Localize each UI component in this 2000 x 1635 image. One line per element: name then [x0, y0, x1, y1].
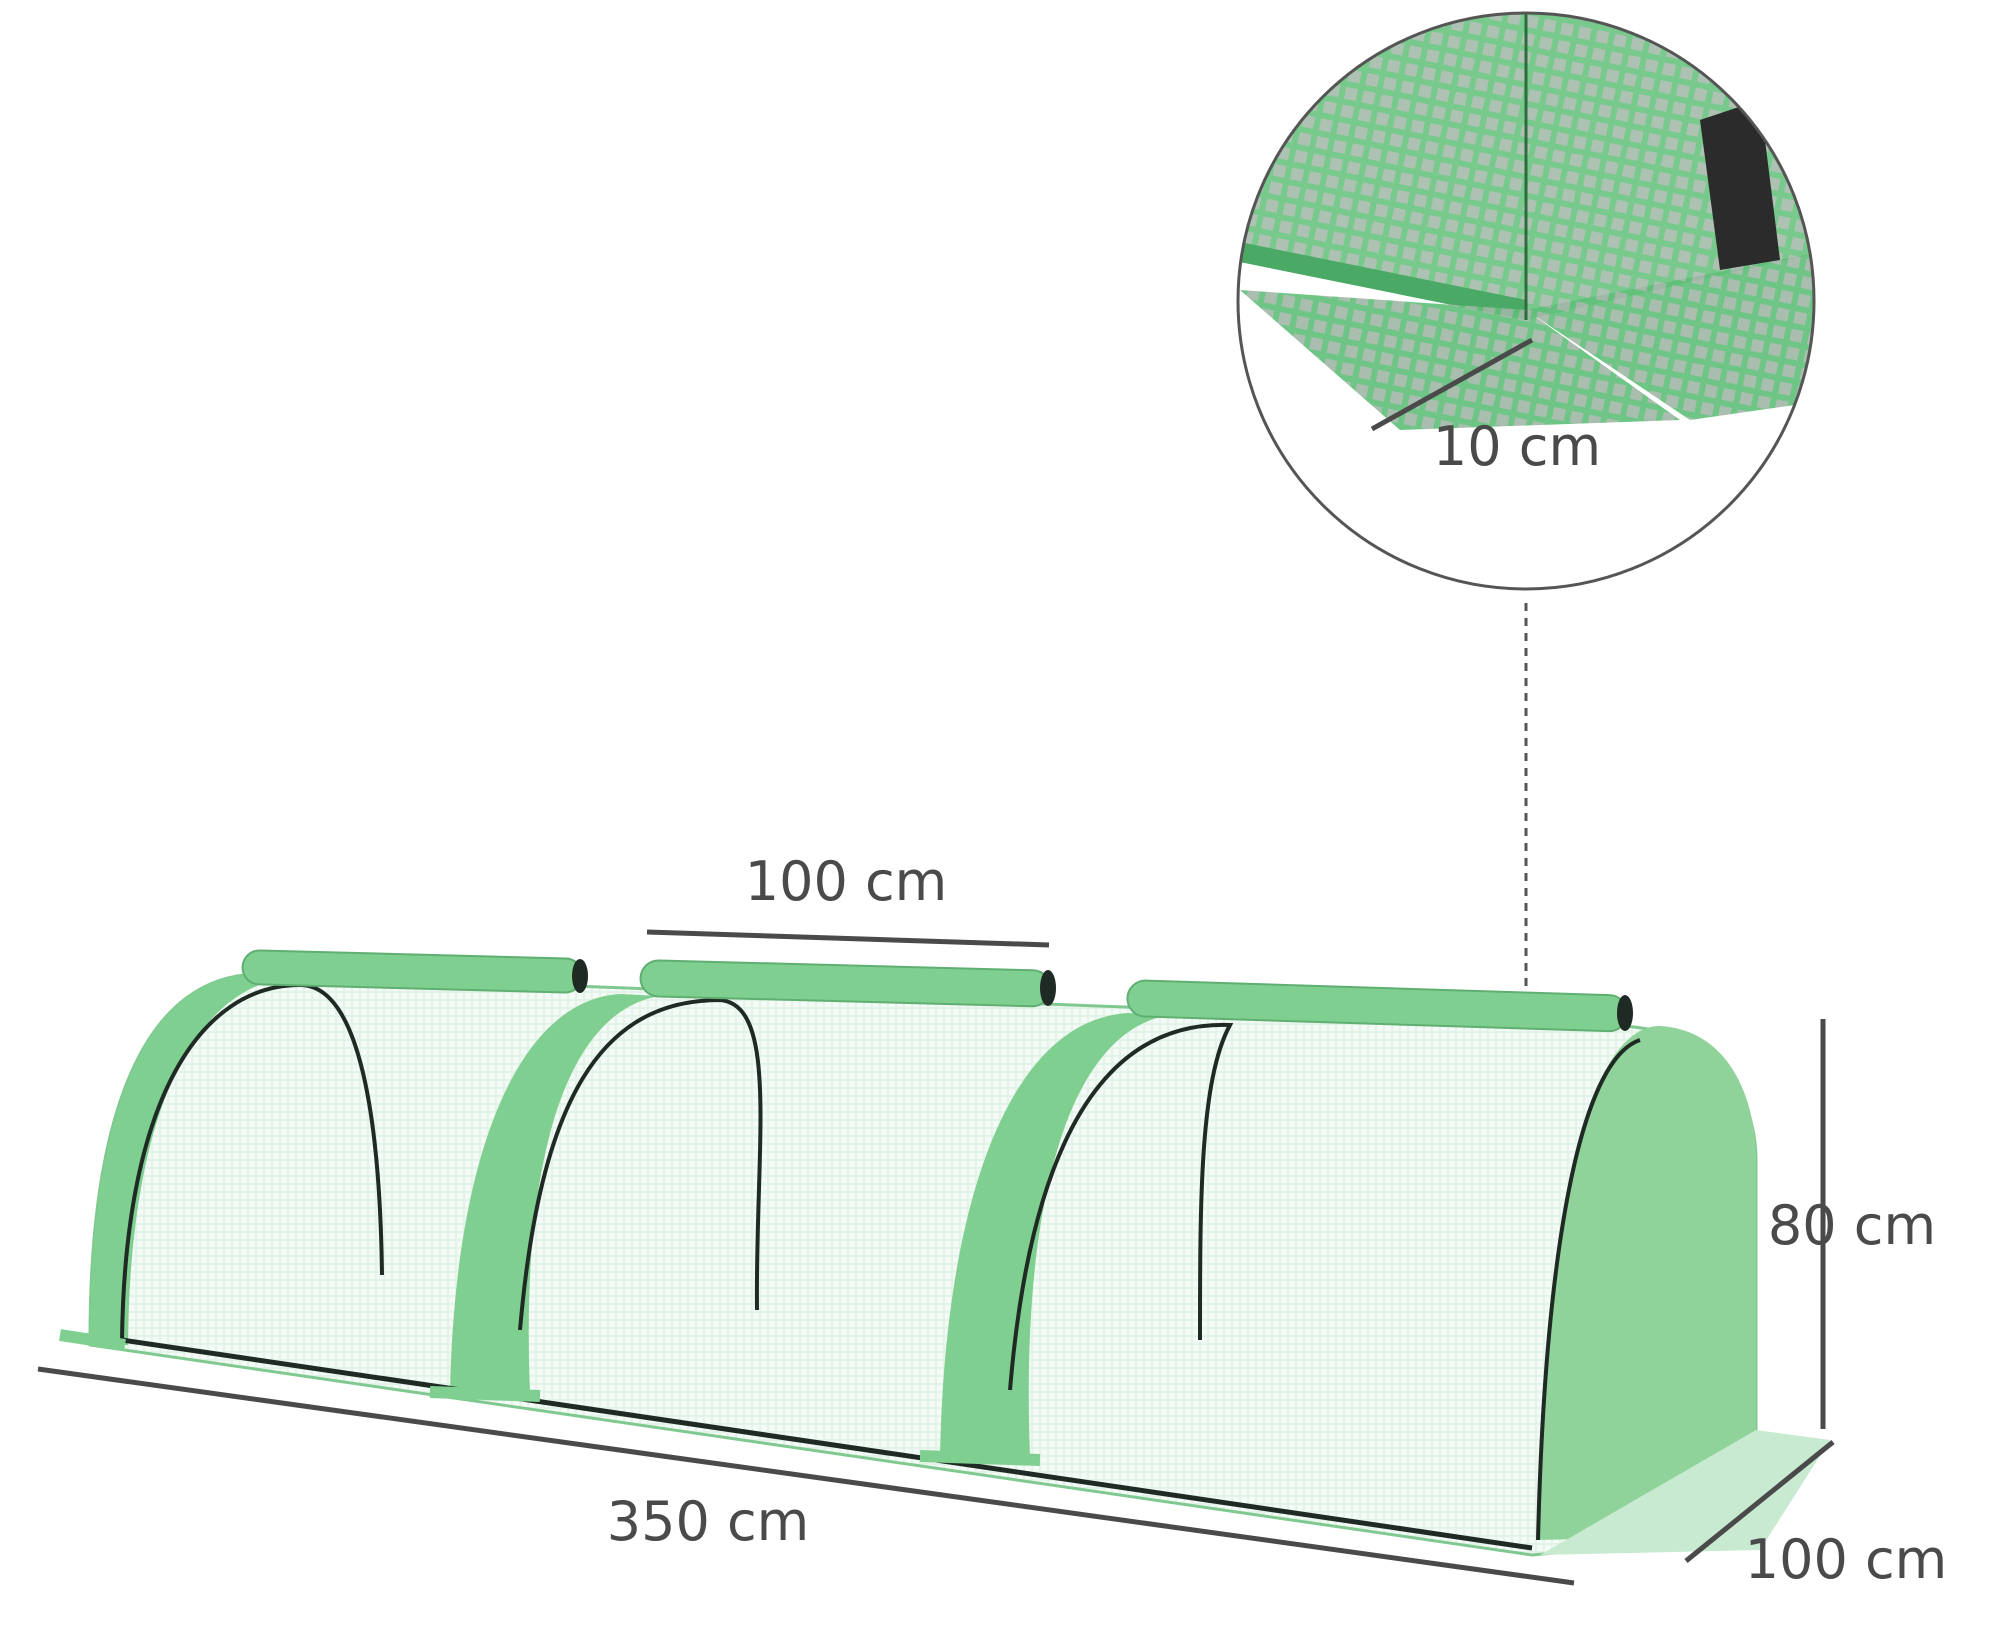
detail-magnifier: 10 cm [1236, 11, 1816, 591]
section-spacing-line [646, 929, 1050, 948]
height-label: 80 cm [1768, 1194, 1936, 1257]
tunnel-greenhouse [59, 949, 1830, 1557]
ground-frame-bar [121, 1337, 1533, 1551]
rolled-window-1 [241, 949, 588, 994]
width-label: 100 cm [1745, 1528, 1948, 1591]
right-end-face [1538, 1026, 1756, 1540]
left-end-hoop [90, 974, 300, 1345]
width-line [1684, 1440, 1835, 1563]
right-ground-flap [1540, 1430, 1830, 1555]
detail-circle-outline [1236, 11, 1816, 591]
rolled-window-2 [639, 959, 1056, 1008]
section-spacing-label: 100 cm [745, 850, 948, 913]
middle-door-frame-2 [1008, 1022, 1234, 1391]
length-label: 350 cm [607, 1490, 810, 1553]
middle-door-frame-1 [518, 997, 763, 1331]
middle-hoop-1 [450, 994, 660, 1392]
tunnel-cover [88, 972, 1758, 1557]
middle-hoop-2 [940, 1013, 1170, 1456]
flap-dimension-label: 10 cm [1433, 415, 1601, 478]
length-line [37, 1366, 1575, 1586]
flap-dimension-line [1370, 337, 1534, 432]
rolled-window-3 [1126, 979, 1633, 1033]
